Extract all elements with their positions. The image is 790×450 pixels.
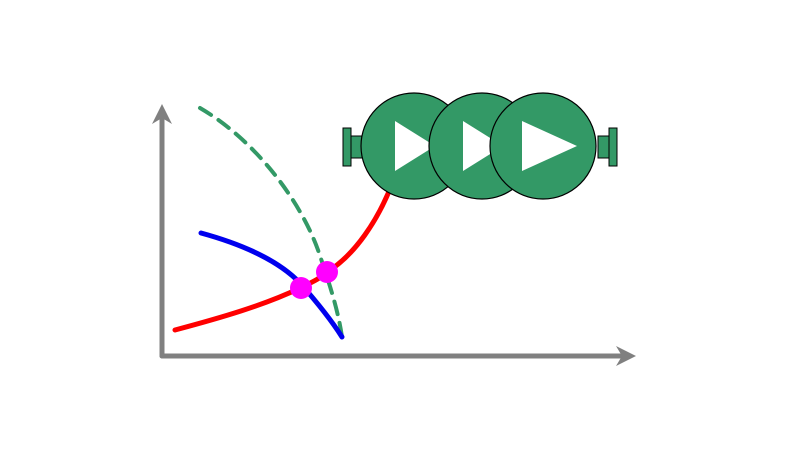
pump-3 (489, 92, 597, 200)
single-pump-curve (198, 230, 345, 340)
outlet-flange-neck (597, 135, 611, 159)
pump-2-arrow-icon (463, 121, 503, 171)
pump-3-arrow-icon (522, 121, 577, 171)
outlet-flange (608, 127, 618, 167)
pump-1-arrow-icon (395, 121, 435, 171)
series-pumps-operating-point (316, 261, 338, 283)
pump-assembly (342, 92, 618, 200)
axes (152, 104, 636, 366)
series-pumps-curve (198, 106, 344, 339)
system-curve (172, 181, 395, 333)
inlet-flange (342, 127, 352, 167)
single-pump-operating-point (290, 277, 312, 299)
